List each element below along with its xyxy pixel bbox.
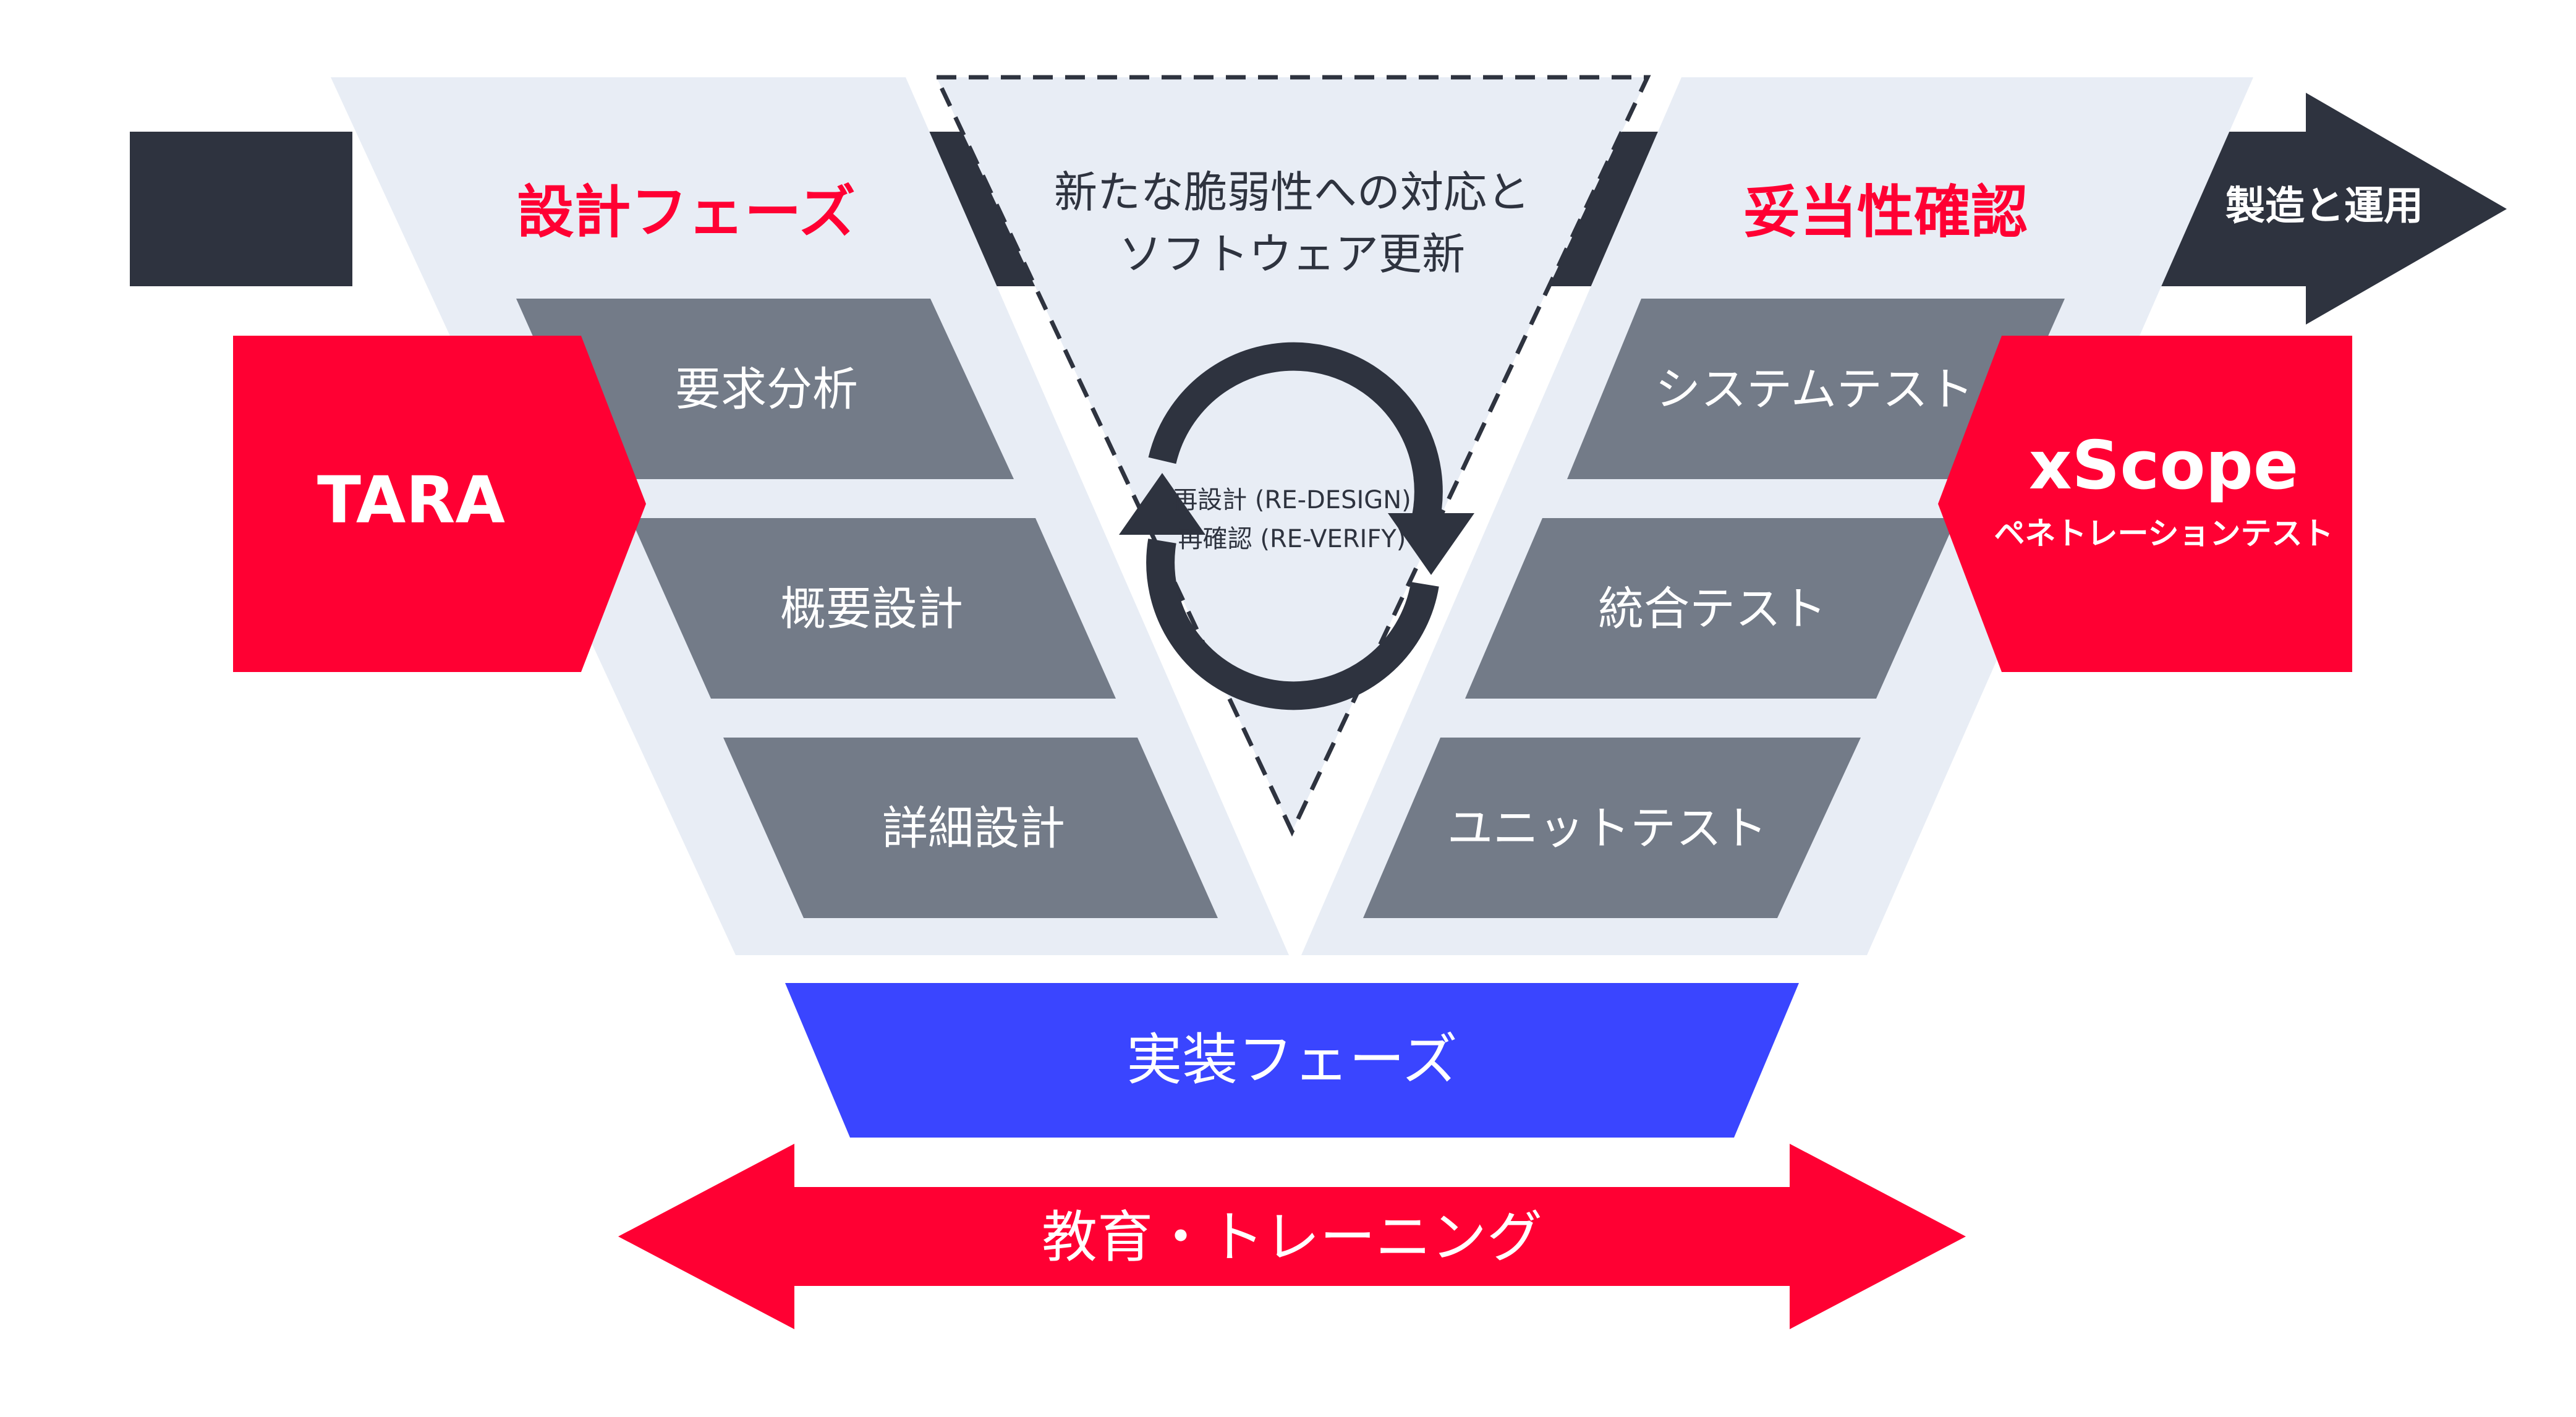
- validation-phase-panel: [1301, 77, 2253, 955]
- training-label: 教育・トレーニング: [1042, 1205, 1542, 1270]
- cycle-label-1: 再設計 (RE-DESIGN): [1173, 486, 1411, 514]
- redesign-cycle-icon: [1146, 342, 1443, 710]
- validation-phase-title: 妥当性確認: [1743, 179, 2028, 245]
- step-requirements: [516, 299, 1014, 479]
- implementation-label: 実装フェーズ: [1126, 1028, 1458, 1092]
- step-label-detail-design: 詳細設計: [882, 802, 1065, 855]
- xscope-subtitle: ペネトレーションテスト: [1994, 516, 2334, 551]
- vulnerability-line-2: ソフトウェア更新: [1119, 229, 1465, 279]
- implementation-phase: [785, 983, 1799, 1138]
- step-detail-design: [723, 738, 1218, 918]
- step-label-overview-design: 概要設計: [780, 582, 963, 636]
- step-label-requirements: 要求分析: [675, 363, 858, 416]
- arrow-band-left: [130, 132, 352, 286]
- training-double-arrow: [618, 1144, 1966, 1329]
- tara-label: TARA: [317, 462, 505, 538]
- cycle-label-2: 再確認 (RE-VERIFY): [1178, 525, 1406, 553]
- cycle-arrowhead-left: [1119, 473, 1205, 535]
- step-label-system-test: システムテスト: [1655, 363, 1974, 416]
- design-phase-panel: [331, 77, 1289, 955]
- xscope-block: [1938, 336, 2352, 672]
- xscope-title: xScope: [2029, 427, 2298, 504]
- step-integration-test: [1465, 518, 1957, 699]
- vulnerability-line-1: 新たな脆弱性への対応と: [1054, 167, 1530, 218]
- step-unit-test: [1363, 738, 1861, 918]
- step-label-integration-test: 統合テスト: [1598, 582, 1827, 636]
- design-phase-title: 設計フェーズ: [517, 179, 855, 245]
- arrow-head-right: [2151, 93, 2507, 325]
- flow-label: 製造と運用: [2225, 184, 2423, 229]
- vulnerability-triangle: [933, 75, 1651, 837]
- step-overview-design: [631, 518, 1116, 699]
- cycle-arrowhead-right: [1388, 513, 1474, 575]
- tara-block: [233, 336, 646, 672]
- step-system-test: [1567, 299, 2065, 479]
- step-label-unit-test: ユニットテスト: [1447, 802, 1767, 855]
